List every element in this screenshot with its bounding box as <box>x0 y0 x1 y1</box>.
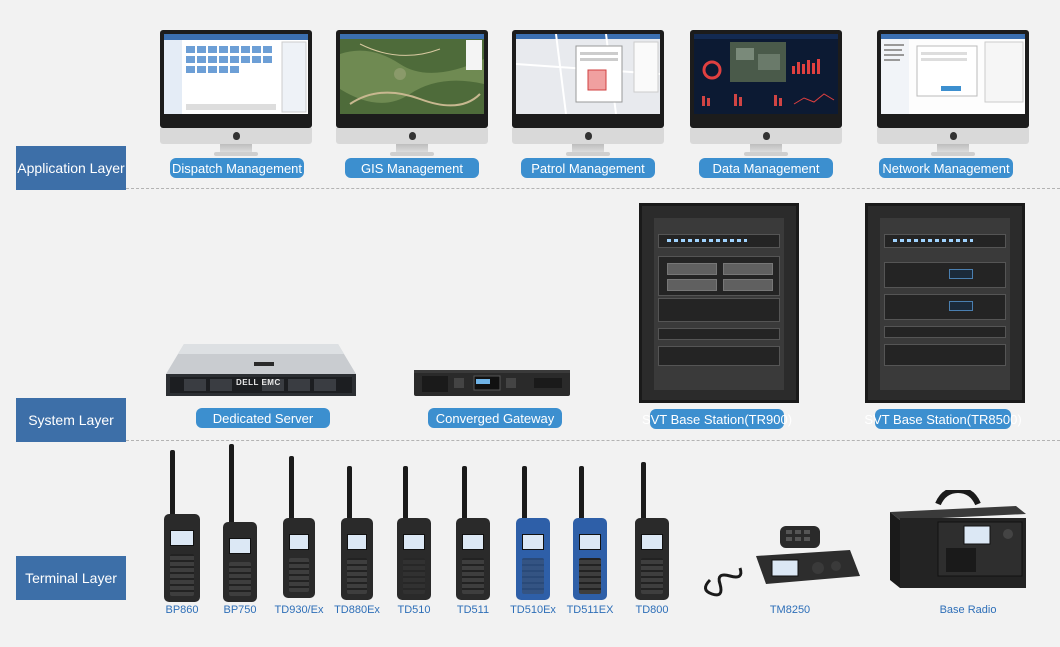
gis-management-label: GIS Management <box>345 158 479 178</box>
model-label-bp860: BP860 <box>165 604 199 616</box>
network-screen-icon <box>877 30 1029 156</box>
radio-keypad <box>229 562 251 596</box>
mobile-radio-icon <box>700 520 860 600</box>
data-management-label: Data Management <box>699 158 833 178</box>
dashboard-screen-icon <box>690 30 842 156</box>
dispatch-screen-icon <box>160 30 312 156</box>
converged-gateway-label: Converged Gateway <box>428 408 562 428</box>
radio-screen <box>347 534 367 550</box>
model-label-td800: TD800 <box>635 604 669 616</box>
model-label-td511: TD511 <box>456 604 490 616</box>
radio-keypad <box>462 558 484 594</box>
handheld-radio-icon <box>516 466 550 600</box>
layer-divider <box>126 440 1060 441</box>
radio-antenna <box>641 462 647 524</box>
radio-antenna <box>170 450 176 520</box>
model-label-tm8250: TM8250 <box>769 604 811 616</box>
radio-keypad <box>579 558 601 594</box>
radio-keypad <box>641 558 663 594</box>
radio-keypad <box>403 558 425 594</box>
model-label-td511ex: TD511EX <box>566 604 614 616</box>
radio-antenna <box>229 444 235 528</box>
base-station-rack-icon <box>639 203 799 403</box>
model-label-base-radio: Base Radio <box>939 604 997 616</box>
handheld-radio-icon <box>283 456 315 598</box>
radio-keypad <box>522 558 544 594</box>
radio-screen <box>229 538 251 554</box>
patrol-screen-icon <box>512 30 664 156</box>
base-radio-icon <box>890 486 1026 590</box>
handheld-radio-icon <box>164 450 200 602</box>
radio-screen <box>579 534 601 550</box>
model-label-bp750: BP750 <box>223 604 257 616</box>
radio-keypad <box>347 558 367 594</box>
radio-keypad <box>170 554 194 596</box>
radio-screen <box>522 534 544 550</box>
radio-screen <box>403 534 425 550</box>
svt-base-station-tr8500-label: SVT Base Station(TR8500) <box>864 409 1022 429</box>
handheld-radio-icon <box>341 466 373 600</box>
radio-antenna <box>522 466 528 524</box>
radio-body <box>397 518 431 600</box>
radio-antenna <box>288 456 294 524</box>
radio-antenna <box>579 466 585 524</box>
svt-base-station-tr900-label: SVT Base Station(TR900) <box>642 409 792 429</box>
radio-screen <box>289 534 309 550</box>
system-layer-label: System Layer <box>16 398 126 442</box>
radio-screen <box>462 534 484 550</box>
radio-screen <box>641 534 663 550</box>
handheld-radio-icon <box>635 462 669 600</box>
network-management-label: Network Management <box>879 158 1013 178</box>
application-layer-label: Application Layer <box>16 146 126 190</box>
model-label-td930: TD930/Ex <box>274 604 324 616</box>
radio-body <box>516 518 550 600</box>
layer-divider <box>126 188 1060 189</box>
rack-server-icon: DELL EMC <box>166 344 356 399</box>
radio-screen <box>170 530 194 546</box>
radio-keypad <box>289 558 309 592</box>
gateway-icon <box>414 366 570 400</box>
map-screen-icon <box>336 30 488 156</box>
radio-antenna <box>462 466 468 524</box>
terminal-layer-label: Terminal Layer <box>16 556 126 600</box>
patrol-management-label: Patrol Management <box>521 158 655 178</box>
server-brand-logo: DELL EMC <box>236 378 281 387</box>
dispatch-management-label: Dispatch Management <box>170 158 304 178</box>
model-label-td880ex: TD880Ex <box>334 604 380 616</box>
handheld-radio-icon <box>397 466 431 600</box>
handheld-radio-icon <box>456 466 490 600</box>
handheld-radio-icon <box>223 444 257 602</box>
handheld-radio-icon <box>573 466 607 600</box>
model-label-td510: TD510 <box>397 604 431 616</box>
base-station-rack-icon <box>865 203 1025 403</box>
model-label-td510ex: TD510Ex <box>510 604 556 616</box>
radio-antenna <box>403 466 409 524</box>
dedicated-server-label: Dedicated Server <box>196 408 330 428</box>
radio-antenna <box>346 466 352 524</box>
